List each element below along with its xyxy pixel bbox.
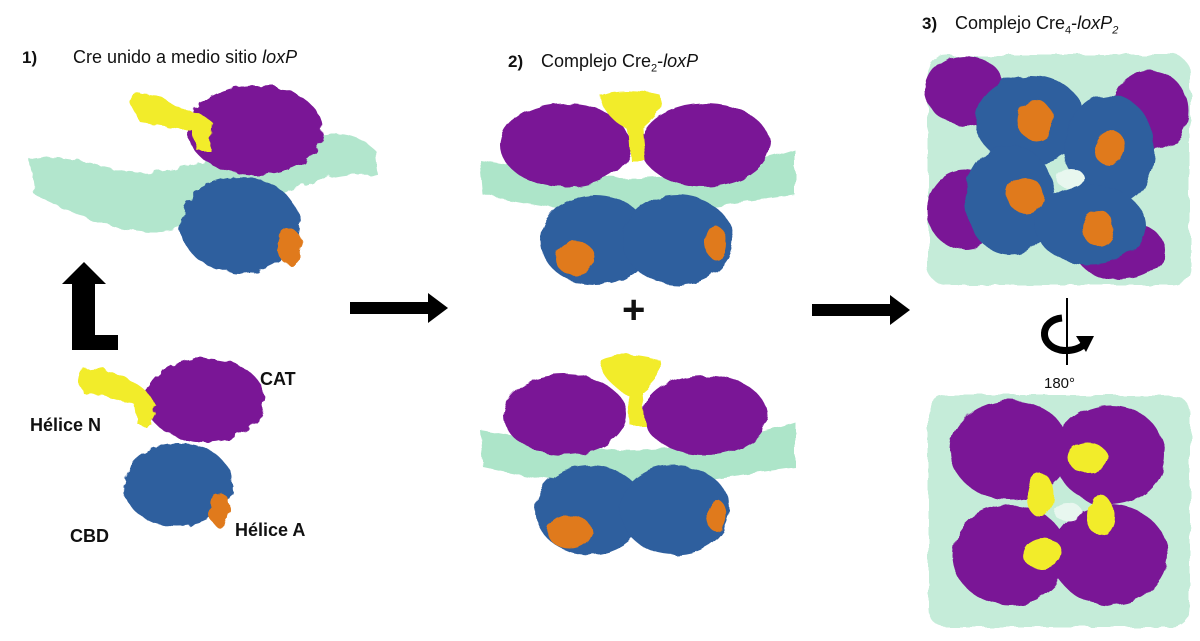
rotation-label: 180° bbox=[1044, 375, 1076, 392]
step-2-number: 2) bbox=[508, 52, 524, 71]
cre2-loxp-complex-bottom bbox=[480, 355, 795, 555]
helix-a-right bbox=[706, 226, 726, 260]
helix-a-label: Hélice A bbox=[235, 520, 306, 540]
cbd-label: CBD bbox=[70, 526, 109, 546]
cbd-right bbox=[623, 195, 733, 285]
step-1-number: 1) bbox=[22, 48, 38, 67]
cat-left bbox=[500, 103, 630, 187]
cat-domain-free bbox=[145, 358, 265, 442]
arrow-step2-to-3 bbox=[812, 295, 910, 325]
cat-domain bbox=[187, 85, 323, 175]
cat-q2 bbox=[1055, 405, 1165, 505]
cat-q4 bbox=[1052, 505, 1168, 605]
helix-n-free bbox=[78, 367, 155, 425]
center-hole bbox=[1056, 168, 1084, 188]
step-1-title: Cre unido a medio sitio loxP bbox=[73, 47, 298, 67]
cre4-loxp2-complex-bottom bbox=[928, 395, 1190, 627]
helix-a-1 bbox=[1017, 100, 1053, 140]
helix-n-1 bbox=[1068, 443, 1108, 473]
helix-a-4 bbox=[1082, 210, 1114, 246]
dna-strand-bottom bbox=[480, 422, 795, 487]
panel-1-cre-half-site bbox=[30, 85, 378, 273]
cat-label: CAT bbox=[260, 369, 296, 389]
helix-n-4 bbox=[1022, 537, 1062, 569]
helix-a-3 bbox=[1007, 177, 1043, 213]
step-3-number: 3) bbox=[922, 14, 938, 33]
cre2-loxp-complex-top bbox=[480, 90, 795, 285]
cre4-loxp2-complex-top bbox=[925, 55, 1190, 285]
cbd-domain bbox=[180, 177, 300, 273]
helix-a-left-b bbox=[548, 515, 592, 549]
arrow-step1-to-2 bbox=[350, 293, 448, 323]
step-3-title: Complejo Cre4-loxP2 bbox=[955, 13, 1119, 37]
helix-n-center bbox=[600, 90, 661, 160]
cat-right bbox=[640, 103, 770, 187]
step-2-title: Complejo Cre2-loxP bbox=[541, 51, 699, 75]
cat-right-b bbox=[643, 375, 767, 455]
helix-a-2 bbox=[1094, 130, 1126, 166]
dna-strand-top bbox=[480, 150, 795, 215]
helix-a-left bbox=[555, 241, 595, 275]
bent-arrow-up bbox=[62, 262, 118, 350]
helix-n-label: Hélice N bbox=[30, 415, 102, 435]
cbd-domain-free bbox=[123, 443, 233, 527]
helix-n-3 bbox=[1086, 495, 1114, 535]
cat-q3 bbox=[952, 505, 1068, 605]
center-hole-b bbox=[1054, 503, 1082, 521]
helix-a-right-b bbox=[707, 500, 727, 532]
free-cre-monomer bbox=[78, 358, 265, 527]
helix-a-free bbox=[209, 493, 231, 527]
helix-n-center-b bbox=[600, 355, 661, 425]
plus-sign: + bbox=[622, 288, 646, 332]
cat-left-b bbox=[503, 375, 627, 455]
cbd-right-b bbox=[620, 465, 730, 555]
helix-n-2 bbox=[1026, 473, 1054, 517]
rotation-axis-icon bbox=[1041, 298, 1094, 365]
helix-n bbox=[128, 93, 212, 150]
helix-a bbox=[278, 229, 302, 265]
